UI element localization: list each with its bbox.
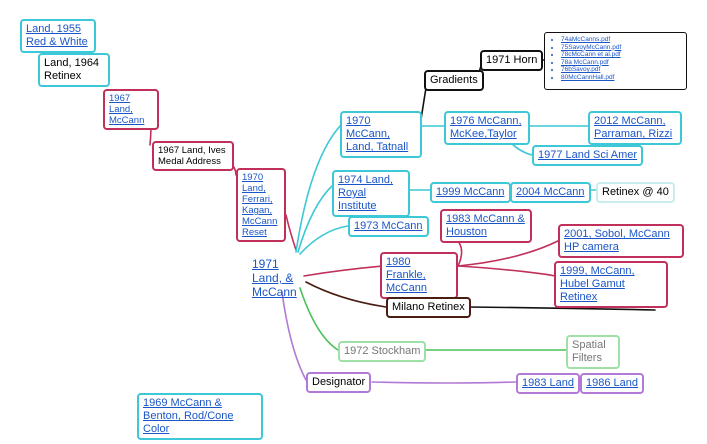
pdf-link[interactable]: 75SavoyMcCann.pdf <box>561 44 682 52</box>
node-houston-1983[interactable]: 1983 McCann & Houston <box>440 209 532 243</box>
link-designator-1983 <box>371 381 517 384</box>
node-label[interactable]: 1986 Land <box>586 377 638 389</box>
pdf-link[interactable]: 74aMcCanns.pdf <box>561 36 682 44</box>
link-central-designator <box>281 291 307 381</box>
node-label: 1972 Stockham <box>344 345 421 357</box>
pdf-link[interactable]: 78cMcCann et al.pdf <box>561 51 682 59</box>
central-label[interactable]: 1971 Land, & McCann <box>252 257 297 299</box>
node-mckee-1976[interactable]: 1976 McCann, McKee,Taylor <box>444 111 530 145</box>
node-label[interactable]: 1983 McCann & Houston <box>446 213 525 238</box>
link-central-frankle <box>303 265 384 277</box>
node-stockham-1972[interactable]: 1972 Stockham <box>338 341 427 362</box>
node-frankle-1980[interactable]: 1980 Frankle, McCann <box>380 252 458 299</box>
node-designator[interactable]: Designator <box>306 372 372 393</box>
node-label[interactable]: 1974 Land, Royal Institute <box>338 174 394 212</box>
node-label: Spatial Filters <box>572 339 606 364</box>
node-gradients[interactable]: Gradients <box>424 70 484 91</box>
node-land-1983[interactable]: 1983 Land <box>516 373 580 394</box>
node-sobol-2001[interactable]: 2001, Sobol, McCann HP camera <box>558 224 684 258</box>
node-retinex-40[interactable]: Retinex @ 40 <box>596 182 675 203</box>
pdf-link[interactable]: 78a McCann.pdf <box>561 59 682 67</box>
node-label[interactable]: 1977 Land Sci Amer <box>538 149 638 161</box>
link-central-milano <box>305 281 387 308</box>
node-label[interactable]: 1999, McCann, Hubel Gamut Retinex <box>560 265 635 303</box>
node-reset-1970[interactable]: 1970 Land, Ferrari, Kagan, McCann Reset <box>236 168 286 242</box>
node-label[interactable]: 1983 Land <box>522 377 574 389</box>
node-label[interactable]: 1969 McCann & Benton, Rod/Cone Color <box>143 397 234 435</box>
link-frankle-sobol <box>457 239 561 267</box>
link-milano-tail <box>467 306 656 311</box>
node-sciamer-1977[interactable]: 1977 Land Sci Amer <box>532 145 644 166</box>
node-spatial-filters[interactable]: Spatial Filters <box>566 335 620 369</box>
link-central-stockham <box>299 287 339 351</box>
node-royal-1974[interactable]: 1974 Land, Royal Institute <box>332 170 410 217</box>
node-label: 1971 Horn <box>486 54 538 66</box>
node-label: 1967 Land, Ives Medal Address <box>158 145 226 167</box>
node-label: Gradients <box>430 74 478 86</box>
node-label: Designator <box>312 376 366 388</box>
link-central-tatnall <box>295 125 341 253</box>
link-frankle-hubel <box>457 265 557 277</box>
node-label: Milano Retinex <box>392 301 465 313</box>
node-label[interactable]: 1973 McCann <box>354 220 423 232</box>
pdf-attachment-list[interactable]: 74aMcCanns.pdf75SavoyMcCann.pdf78cMcCann… <box>544 32 687 90</box>
node-label: Retinex @ 40 <box>602 186 669 198</box>
node-land-1964[interactable]: Land, 1964 Retinex <box>38 53 110 87</box>
node-mccann-2004[interactable]: 2004 McCann <box>510 182 591 203</box>
node-mccann-1999[interactable]: 1999 McCann <box>430 182 511 203</box>
node-label: Land, 1964 Retinex <box>44 57 100 82</box>
node-parraman-2012[interactable]: 2012 McCann, Parraman, Rizzi <box>588 111 682 145</box>
node-milano-retinex[interactable]: Milano Retinex <box>386 297 471 318</box>
node-label[interactable]: 1999 McCann <box>436 186 505 198</box>
node-benton-1969[interactable]: 1969 McCann & Benton, Rod/Cone Color <box>137 393 263 440</box>
node-horn-1971[interactable]: 1971 Horn <box>480 50 544 71</box>
node-land-1986[interactable]: 1986 Land <box>580 373 644 394</box>
link-reset-central <box>285 214 297 251</box>
node-land-1967[interactable]: 1967 Land, McCann <box>103 89 159 130</box>
node-label[interactable]: 1967 Land, McCann <box>109 93 145 126</box>
node-mccann-1973[interactable]: 1973 McCann <box>348 216 429 237</box>
node-label[interactable]: Land, 1955 Red & White <box>26 23 88 48</box>
node-label[interactable]: 1980 Frankle, McCann <box>386 256 427 294</box>
link-central-1973 <box>299 225 349 255</box>
node-hubel-1999[interactable]: 1999, McCann, Hubel Gamut Retinex <box>554 261 668 308</box>
node-label[interactable]: 2004 McCann <box>516 186 585 198</box>
node-label[interactable]: 1970 Land, Ferrari, Kagan, McCann Reset <box>242 172 278 238</box>
pdf-link[interactable]: 80McCannHall.pdf <box>561 74 682 82</box>
node-label[interactable]: 1970 McCann, Land, Tatnall <box>346 115 409 153</box>
node-ives-1967[interactable]: 1967 Land, Ives Medal Address <box>152 141 234 171</box>
node-label[interactable]: 2001, Sobol, McCann HP camera <box>564 228 670 253</box>
node-label[interactable]: 2012 McCann, Parraman, Rizzi <box>594 115 673 140</box>
link-central-royal <box>297 185 333 253</box>
node-label[interactable]: 1976 McCann, McKee,Taylor <box>450 115 522 140</box>
node-land-1955[interactable]: Land, 1955 Red & White <box>20 19 96 53</box>
central-topic[interactable]: 1971 Land, & McCann <box>252 257 308 299</box>
pdf-link[interactable]: 76bSavoy.pdf <box>561 66 682 74</box>
node-tatnall-1970[interactable]: 1970 McCann, Land, Tatnall <box>340 111 422 158</box>
